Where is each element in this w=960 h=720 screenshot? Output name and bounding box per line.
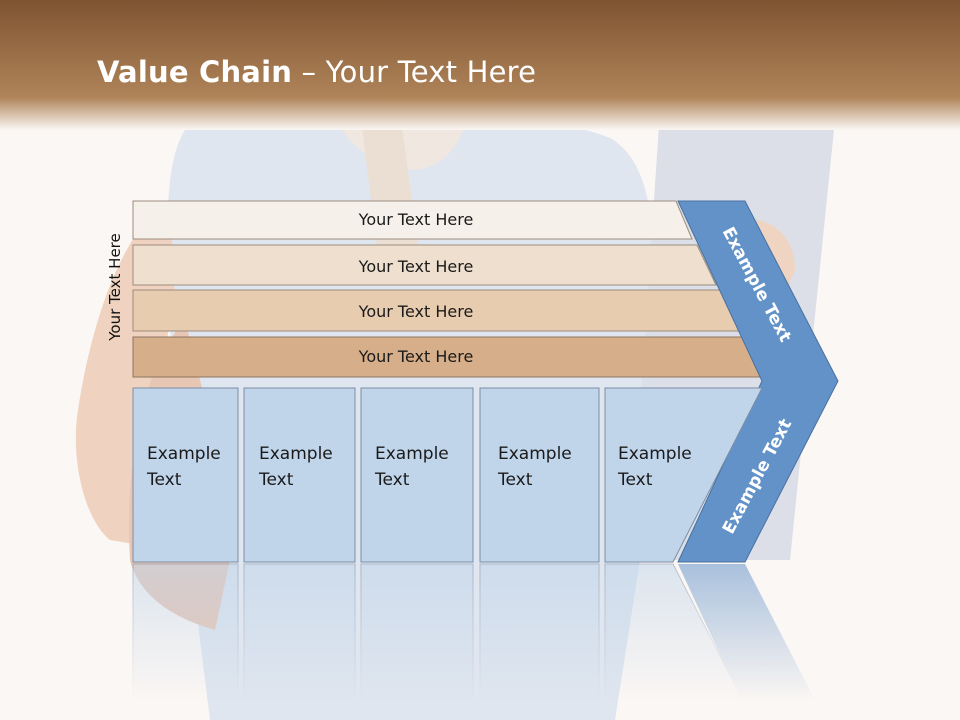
activity-1-line2: Text [146,470,182,490]
support-bar-2: Your Text Here [132,244,717,286]
activity-5-line1: Example [618,444,692,464]
activity-box-1: Example Text [132,387,239,563]
diagram-reflection [132,563,826,720]
support-bar-1: Your Text Here [132,200,693,240]
activity-box-2: Example Text [243,387,356,563]
support-bar-4-label: Your Text Here [358,347,474,366]
activity-2-line2: Text [258,470,294,490]
activity-box-3: Example Text [360,387,474,563]
support-bar-3: Your Text Here [132,289,740,332]
support-bar-2-label: Your Text Here [358,257,474,276]
support-bars: Your Text Here Your Text Here Your Text … [132,200,763,378]
activity-2-line1: Example [259,444,333,464]
activity-4-line1: Example [498,444,572,464]
activity-1-line1: Example [147,444,221,464]
activity-3-line1: Example [375,444,449,464]
activity-box-4: Example Text [479,387,600,563]
activity-4-line2: Text [497,470,533,490]
activity-box-5: Example Text [604,387,763,563]
activity-3-line2: Text [374,470,410,490]
title-bold: Value Chain [97,55,293,89]
page-title: Value Chain – Your Text Here [97,55,536,89]
support-bar-1-label: Your Text Here [358,210,474,229]
activity-5-line2: Text [617,470,653,490]
primary-activities: Example Text Example Text Example Text E… [132,387,763,563]
title-rest: – Your Text Here [292,55,537,89]
support-bar-4: Your Text Here [132,336,763,378]
support-bar-3-label: Your Text Here [358,302,474,321]
side-label: Your Text Here [106,233,124,341]
